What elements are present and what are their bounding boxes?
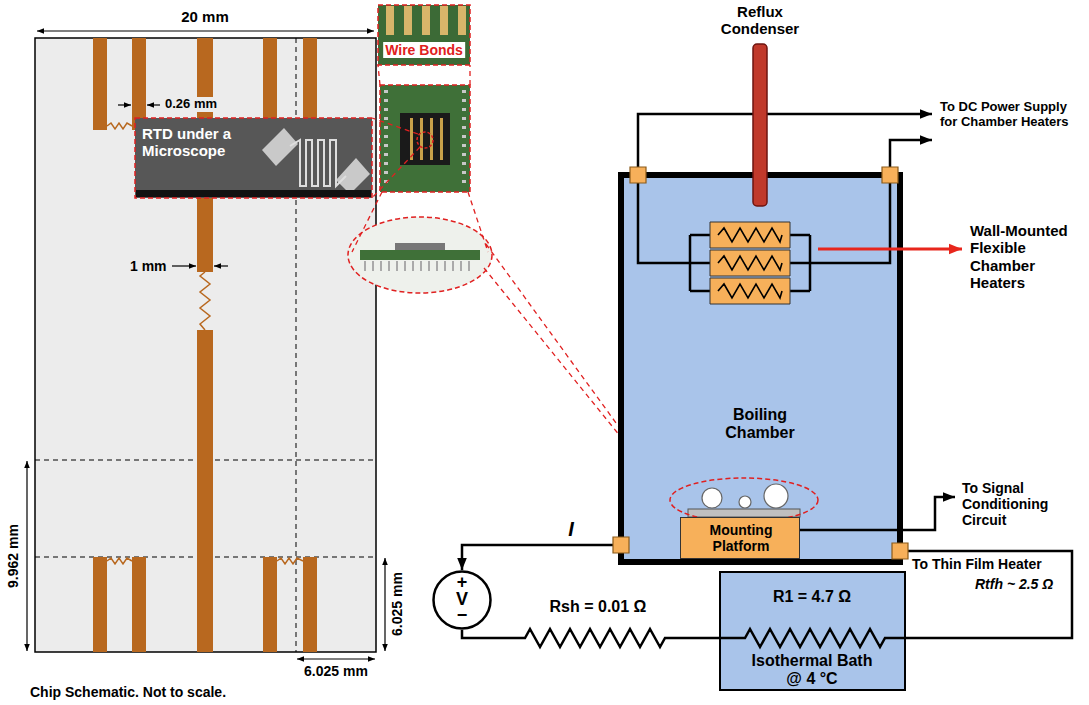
- resistance-value: Rtfh ~ 2.5 Ω: [975, 576, 1053, 592]
- test-chip: [688, 509, 800, 517]
- dimension-label: 1 mm: [130, 258, 167, 274]
- dimension-arrow: [26, 461, 27, 651]
- boiling-chamber: Boiling ChamberMounting Platform: [618, 172, 903, 565]
- side-view-photo: [348, 217, 492, 293]
- wire-gap: [520, 625, 675, 651]
- dimension-label: 6.025 mm: [304, 663, 368, 679]
- sem-info-bar: [136, 190, 371, 197]
- node-text: −: [432, 606, 492, 624]
- chip-die: [400, 113, 450, 165]
- bath-outline: [720, 572, 905, 690]
- dashed-guide: [35, 38, 376, 652]
- chip-outline: [35, 38, 376, 652]
- feedthrough: [613, 167, 908, 559]
- microscope-photo: [135, 118, 372, 198]
- dimension-label: 0.26 mm: [163, 97, 219, 112]
- dimension-label: 6.025 mm: [389, 572, 405, 636]
- wire-note: To Thin Film Heater: [912, 556, 1042, 572]
- vapor-bubble: [702, 488, 722, 508]
- dimension-arrow: [297, 658, 375, 659]
- mounting-platform: Mounting Platform: [680, 517, 800, 559]
- board-pins: [386, 90, 464, 188]
- chip-side: [395, 243, 445, 250]
- node-text: Mounting Platform: [681, 522, 801, 554]
- chamber-wall: [621, 175, 900, 562]
- dimension-arrow: [118, 104, 131, 105]
- vapor-bubble: [739, 496, 751, 508]
- resistor-label: Rsh = 0.01 Ω: [550, 598, 647, 616]
- chip-trace: [410, 118, 443, 160]
- board-pins: [364, 261, 476, 271]
- heater-symbol: [718, 228, 782, 298]
- dimension-arrow: [214, 265, 228, 266]
- signal-wire: [800, 497, 955, 530]
- reflux-condenser: [753, 44, 767, 206]
- zoom-circle: [417, 132, 433, 148]
- rtd-serpentine: [290, 140, 346, 186]
- resistor-symbol: [520, 629, 675, 647]
- figure-caption: Chip Schematic. Not to scale.: [30, 684, 226, 700]
- node-text: +: [432, 573, 492, 591]
- wire-bond-photo: [378, 5, 470, 65]
- zoom-ellipse: [670, 478, 818, 522]
- vapor-bubble: [764, 484, 788, 508]
- dimension-arrow: [172, 265, 196, 266]
- current-label: I: [568, 518, 574, 541]
- part-label: Reflux Condenser: [705, 3, 815, 38]
- chamber-heater: [710, 222, 790, 304]
- dimension-label: 20 mm: [181, 8, 229, 25]
- wire-note: To DC Power Supply for Chamber Heaters: [940, 100, 1085, 130]
- node-text: Boiling Chamber: [710, 406, 810, 443]
- photo-label: RTD under a Microscope: [142, 125, 247, 160]
- dimension-label: 9.962 mm: [5, 524, 21, 588]
- dimension-arrow: [147, 104, 160, 105]
- node-text: Isothermal Bath @ 4 °C: [747, 652, 877, 689]
- callout-arrow: [818, 248, 962, 251]
- bond-pad: [386, 6, 466, 35]
- voltage-source: +V−: [432, 570, 492, 630]
- power-wire: [810, 140, 932, 263]
- photo-label: Wire Bonds: [383, 42, 465, 58]
- part-label: Wall-Mounted Flexible Chamber Heaters: [970, 222, 1082, 291]
- board-side: [360, 250, 480, 260]
- wire-note: To Signal Conditioning Circuit: [962, 480, 1082, 528]
- rtd-pad: [262, 128, 370, 194]
- dimension-arrow: [384, 558, 385, 651]
- resistor-label: R1 = 4.7 Ω: [773, 588, 851, 606]
- resistor-symbol: [720, 629, 905, 647]
- dimension-arrow: [37, 30, 374, 31]
